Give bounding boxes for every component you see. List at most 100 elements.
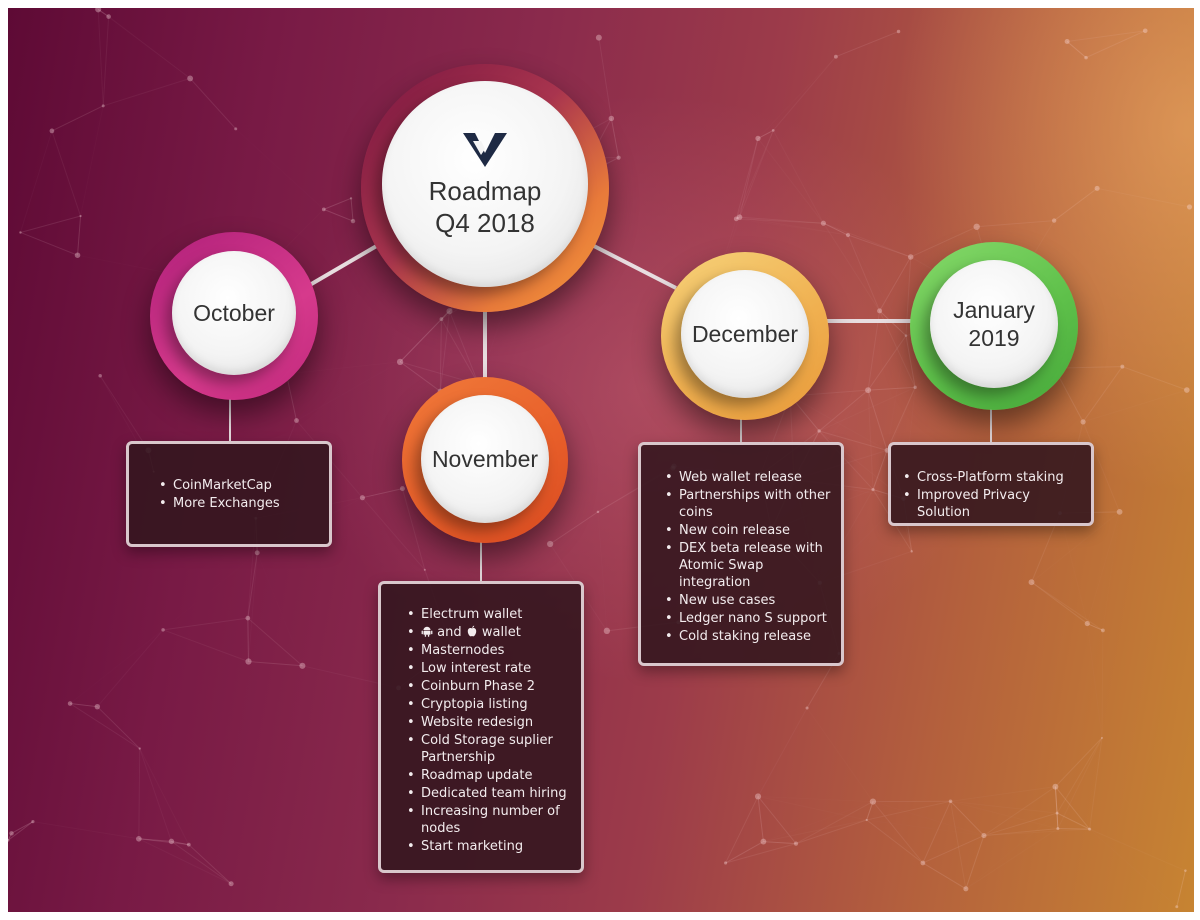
network-line	[757, 129, 774, 139]
january-card: Cross-Platform staking Improved Privacy …	[888, 442, 1094, 526]
network-line	[950, 800, 985, 836]
october-list: CoinMarketCap More Exchanges	[159, 477, 319, 512]
network-line	[866, 801, 874, 821]
network-node	[67, 701, 73, 706]
network-node	[920, 860, 926, 866]
network-line	[795, 819, 867, 845]
connector-lines	[229, 242, 992, 582]
network-node	[1186, 204, 1193, 210]
network-node	[760, 838, 767, 845]
december-item: New coin release	[665, 522, 831, 539]
november-item-wallets: and wallet	[407, 624, 571, 641]
network-node	[865, 387, 872, 394]
network-line	[51, 105, 104, 132]
network-node	[596, 510, 600, 514]
network-node	[245, 615, 251, 621]
network-line	[736, 218, 824, 224]
network-line	[922, 801, 951, 864]
network-line	[983, 786, 1056, 836]
network-node	[228, 881, 234, 887]
network-node	[1100, 736, 1103, 739]
network-line	[285, 373, 297, 421]
network-node	[910, 550, 913, 553]
network-node	[877, 308, 883, 314]
network-line	[976, 220, 1055, 228]
network-node	[608, 115, 615, 122]
network-line	[1031, 581, 1088, 624]
network-node	[1051, 218, 1057, 223]
january-label-line1: January	[953, 297, 1035, 323]
network-node	[101, 104, 105, 108]
network-node	[595, 34, 602, 41]
network-line	[1055, 737, 1103, 788]
network-line	[103, 77, 191, 107]
roadmap-node: Roadmap Q4 2018	[382, 81, 588, 287]
network-line	[1122, 366, 1188, 391]
october-card: CoinMarketCap More Exchanges	[126, 441, 332, 547]
roadmap-canvas: Roadmap Q4 2018 October November Decembe…	[8, 8, 1194, 912]
network-line	[867, 390, 874, 490]
network-node	[1094, 185, 1100, 191]
connector-october-main	[306, 242, 382, 288]
november-list: Electrum wallet and wallet Masternodes	[407, 606, 571, 855]
network-line	[399, 361, 441, 392]
november-item: Start marketing	[407, 838, 571, 855]
network-line	[867, 335, 907, 391]
network-line	[739, 130, 774, 218]
network-line	[162, 629, 249, 662]
network-node	[396, 358, 404, 366]
network-line	[69, 703, 141, 749]
network-node	[896, 29, 901, 34]
network-line	[847, 234, 911, 258]
network-node	[49, 128, 55, 134]
november-item: Low interest rate	[407, 660, 571, 677]
network-node	[8, 838, 10, 842]
network-line	[96, 629, 164, 708]
network-node	[733, 216, 739, 222]
network-node	[446, 308, 453, 315]
network-node	[9, 831, 14, 836]
network-node	[755, 135, 761, 142]
network-line	[757, 796, 764, 842]
network-line	[835, 31, 899, 58]
network-line	[1055, 786, 1091, 830]
network-line	[1082, 366, 1123, 423]
network-line	[96, 706, 141, 749]
network-line	[1085, 30, 1146, 59]
network-line	[757, 707, 808, 797]
network-line	[99, 375, 149, 451]
network-line	[70, 703, 98, 708]
december-card: Web wallet release Partnerships with oth…	[638, 442, 844, 666]
november-item: Roadmap update	[407, 767, 571, 784]
december-node: December	[681, 270, 809, 398]
network-node	[1088, 827, 1092, 831]
network-node	[1120, 364, 1125, 369]
network-node	[106, 14, 111, 19]
network-line	[362, 497, 426, 571]
network-node	[793, 841, 799, 846]
network-line	[879, 310, 907, 337]
network-line	[1097, 187, 1190, 208]
network-node	[1100, 628, 1105, 633]
network-node	[138, 747, 141, 750]
network-line	[983, 812, 1058, 837]
network-line	[163, 617, 248, 631]
october-label: October	[193, 300, 275, 326]
network-node	[136, 835, 142, 842]
january-label-line2: 2019	[968, 325, 1020, 351]
network-line	[922, 862, 967, 890]
network-line	[171, 840, 189, 846]
network-node	[186, 842, 191, 847]
network-line	[171, 840, 232, 885]
network-line	[247, 618, 249, 662]
november-item-and: and	[437, 625, 462, 640]
network-line	[867, 390, 888, 451]
network-line	[965, 835, 985, 889]
network-node	[74, 252, 81, 258]
network-line	[866, 800, 951, 821]
december-item: Web wallet release	[665, 469, 831, 486]
network-line	[97, 9, 104, 106]
network-line	[910, 226, 977, 258]
network-line	[138, 838, 189, 846]
network-node	[913, 385, 917, 390]
